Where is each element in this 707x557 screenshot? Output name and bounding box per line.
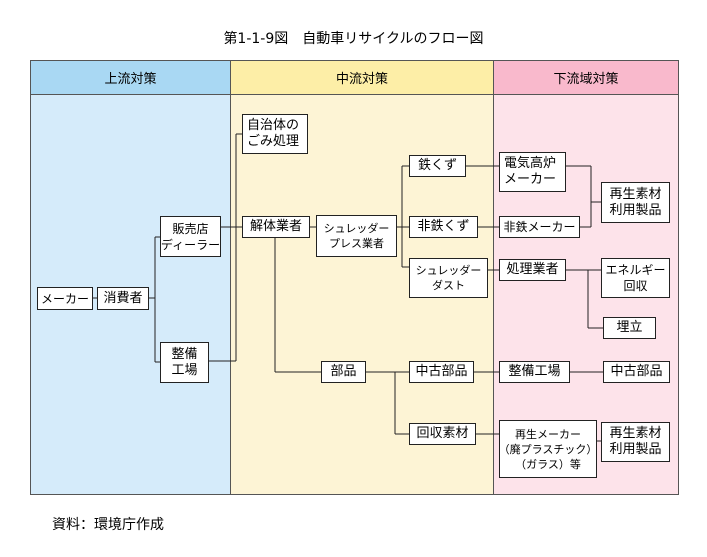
maker-label: メーカー [40,291,89,306]
iron-scrap-label: 鉄くず [417,158,457,173]
dealer-label-line2: ディーラー [160,237,221,252]
municipal-waste-box: 自治体の ごみ処理 [242,114,308,154]
repair-factory-label: 整備工場 [508,364,561,379]
iron-scrap-box: 鉄くず [409,155,466,177]
maker-box: メーカー [37,287,93,310]
used-parts-down-label: 中古部品 [610,364,663,379]
consumer-label: 消費者 [103,290,143,306]
municipal-waste-label-line1: 自治体の [247,118,300,133]
repair-factory-box: 整備工場 [499,361,570,383]
energy-recovery-box: エネルギー 回収 [601,258,670,298]
landfill-box: 埋立 [603,317,656,339]
shredder-press-label-line2: プレス業者 [329,237,384,250]
shredder-dust-label-line1: シュレッダー [415,264,482,277]
recycle-maker-label-line3: （ガラス）等 [515,457,581,471]
repair-shop-label-line1: 整備 [171,346,198,362]
midstream-zone-header: 中流対策 [231,61,493,95]
shredder-dust-box: シュレッダー ダスト [409,258,488,298]
landfill-label: 埋立 [616,320,643,335]
repair-shop-box: 整備 工場 [160,342,209,383]
dealer-label-line1: 販売店 [172,221,209,236]
processor-box: 処理業者 [499,259,566,281]
dismantler-box: 解体業者 [242,216,310,238]
nonferrous-scrap-label: 非鉄くず [417,219,470,234]
parts-box: 部品 [321,361,366,383]
recycled-products-box-1: 再生素材 利用製品 [601,182,670,223]
dismantler-label: 解体業者 [249,219,302,234]
energy-recovery-label-line1: エネルギー [605,263,666,277]
used-parts-mid-box: 中古部品 [409,361,474,383]
parts-label: 部品 [330,364,357,379]
municipal-waste-label-line2: ごみ処理 [247,134,300,149]
electric-furnace-label-line1: 電気高炉 [504,156,557,171]
downstream-zone-header: 下流域対策 [494,61,678,95]
energy-recovery-label-line2: 回収 [623,279,648,293]
recycle-maker-label-line1: 再生メーカー [515,427,581,441]
recycled-products-1-label-line1: 再生素材 [609,186,662,202]
shredder-press-box: シュレッダー プレス業者 [316,215,397,257]
electric-furnace-label-line2: メーカー [504,172,557,187]
page-title: 第1-1-9図 自動車リサイクルのフロー図 [223,31,484,47]
used-parts-down-box: 中古部品 [603,361,670,383]
upstream-zone: 上流対策 [30,60,231,495]
consumer-box: 消費者 [97,287,149,310]
shredder-press-label-line1: シュレッダー [323,222,390,235]
shredder-dust-label-line2: ダスト [432,279,465,292]
electric-furnace-maker-box: 電気高炉 メーカー [499,152,566,192]
recycled-products-1-label-line2: 利用製品 [609,202,662,218]
source-note: 資料：環境庁作成 [52,517,164,533]
recovered-material-box: 回収素材 [409,423,476,445]
nonferrous-scrap-box: 非鉄くず [409,216,478,238]
nonferrous-maker-label: 非鉄メーカー [503,220,576,234]
upstream-zone-header: 上流対策 [31,61,230,95]
repair-shop-label-line2: 工場 [171,362,198,378]
recovered-material-label: 回収素材 [416,426,469,441]
used-parts-mid-label: 中古部品 [415,364,468,379]
recycled-products-2-label-line2: 利用製品 [609,442,662,457]
recycled-products-2-label-line1: 再生素材 [609,426,662,441]
recycle-maker-label-line2: （廃プラスチック） [498,442,598,456]
dealer-box: 販売店 ディーラー [160,216,221,257]
nonferrous-maker-box: 非鉄メーカー [499,216,580,238]
recycle-maker-box: 再生メーカー （廃プラスチック） （ガラス）等 [499,420,597,478]
recycled-products-box-2: 再生素材 利用製品 [601,422,670,462]
processor-label: 処理業者 [506,262,559,277]
